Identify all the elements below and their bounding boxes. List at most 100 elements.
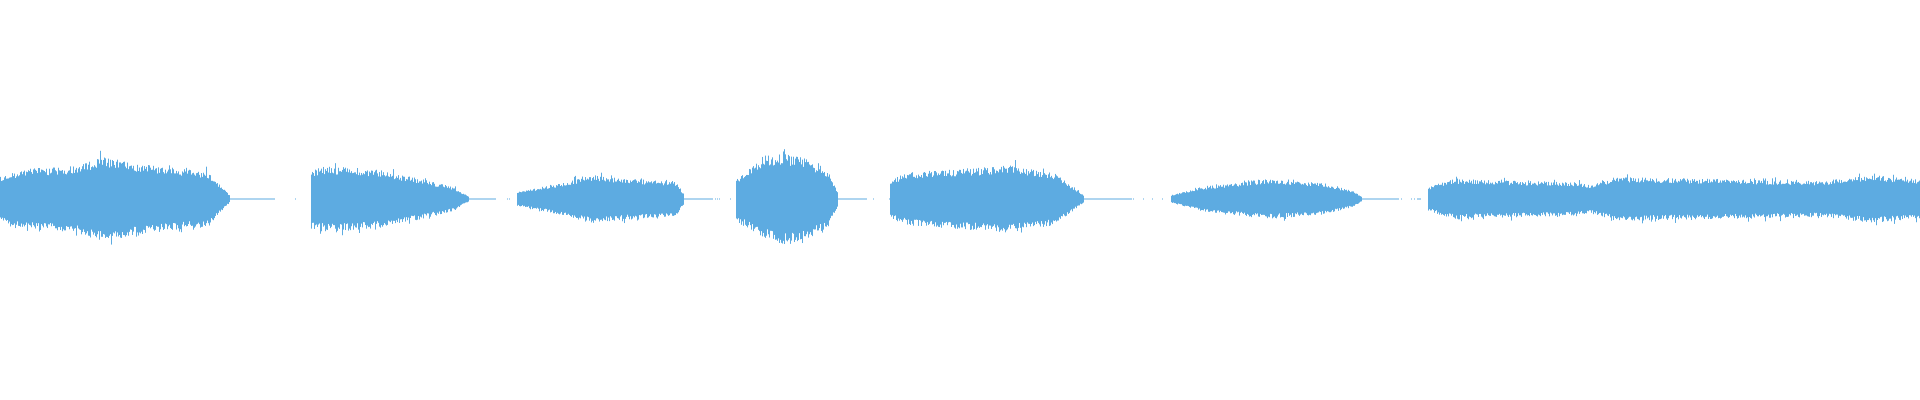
waveform-bar [1313,183,1314,213]
waveform-bar [181,175,182,233]
waveform-silence-mark [851,198,852,200]
waveform-bar [665,181,666,217]
waveform-bar [1877,177,1878,220]
waveform-bar [980,174,981,227]
waveform-bar [1646,180,1647,216]
waveform-bar [320,170,321,234]
waveform-bar [150,167,151,229]
waveform-bar [1200,188,1201,211]
waveform-bar [783,151,784,241]
waveform-bar [961,172,962,228]
waveform-bar [981,169,982,228]
waveform-bar [202,176,203,227]
waveform-bar [1566,182,1567,213]
waveform-bar [642,184,643,215]
waveform-bar [1665,181,1666,215]
waveform-bar [1597,183,1598,215]
waveform-bar [1721,182,1722,218]
waveform-bar [1439,185,1440,215]
waveform-bar [1213,187,1214,211]
waveform-silence-mark [231,198,232,200]
waveform-bar [1019,171,1020,223]
waveform-bar [1468,182,1469,220]
waveform-bar [1693,180,1694,217]
waveform-bar [223,189,224,209]
waveform-bar [1025,173,1026,224]
waveform-bar [1727,180,1728,217]
waveform-silence-mark [1375,198,1376,200]
waveform-bar [542,186,543,210]
waveform-silence-mark [1363,198,1364,200]
waveform-bar [1009,166,1010,225]
waveform-bar [1842,182,1843,215]
waveform-bar [666,179,667,214]
waveform-bar [1737,182,1738,219]
waveform-bar [459,192,460,207]
waveform-silence-mark [1370,198,1371,200]
waveform-bar [1844,181,1845,216]
waveform-bar [821,172,822,231]
waveform-bar [1349,190,1350,206]
waveform-bar [333,173,334,226]
waveform-bar [334,168,335,226]
waveform-bar [1520,182,1521,216]
waveform-bar [153,165,154,230]
waveform-bar [739,181,740,223]
waveform-bar [420,181,421,217]
waveform-bar [1537,185,1538,217]
waveform-bar [1000,169,1001,231]
waveform-bar [837,192,838,207]
waveform-bar [1272,180,1273,219]
waveform-silence-mark [257,198,258,200]
waveform-silence-mark [1117,198,1118,200]
waveform-bar [1787,179,1788,217]
waveform-bar [1290,184,1291,215]
waveform-bar [1203,189,1204,211]
waveform-bar [1592,185,1593,211]
waveform-bar [893,181,894,220]
waveform-bar [207,177,208,221]
waveform-silence-mark [1373,198,1374,200]
waveform-bar [1247,185,1248,214]
waveform-bar [606,178,607,217]
waveform-bar [678,187,679,213]
waveform-bar [1864,176,1865,221]
waveform-bar [1293,179,1294,217]
waveform-bar [550,184,551,213]
waveform-bar [323,166,324,227]
waveform-bar [218,186,219,213]
waveform-bar [1026,169,1027,228]
waveform-bar [1738,180,1739,218]
waveform-silence-mark [700,198,701,200]
waveform-bar [1225,185,1226,215]
waveform-silence-mark [1100,198,1101,200]
waveform-bar [1236,184,1237,212]
waveform-bar [1707,178,1708,215]
waveform-bar [1801,184,1802,215]
waveform-bar [1602,180,1603,217]
waveform-bar [356,174,357,228]
waveform-bar [339,171,340,229]
waveform-silence-mark [858,198,859,200]
waveform-bar [1333,187,1334,212]
waveform-bar [37,173,38,227]
waveform-bar [822,171,823,233]
waveform-silence-mark [267,198,268,200]
waveform-bar [1684,178,1685,218]
waveform-bar [1732,181,1733,216]
waveform-bar [773,165,774,239]
waveform-bar [18,176,19,226]
waveform-bar [1797,182,1798,215]
waveform-silence-mark [1119,198,1120,200]
waveform-bar [1753,184,1754,217]
waveform-bar [1229,184,1230,212]
waveform-bar [1869,178,1870,219]
waveform-bar [812,164,813,237]
waveform-bar [85,163,86,235]
waveform-bar [768,155,769,235]
waveform-bar [1776,183,1777,217]
waveform-bar [976,168,977,230]
waveform-bar [1476,183,1477,215]
waveform-bar [1040,172,1041,227]
